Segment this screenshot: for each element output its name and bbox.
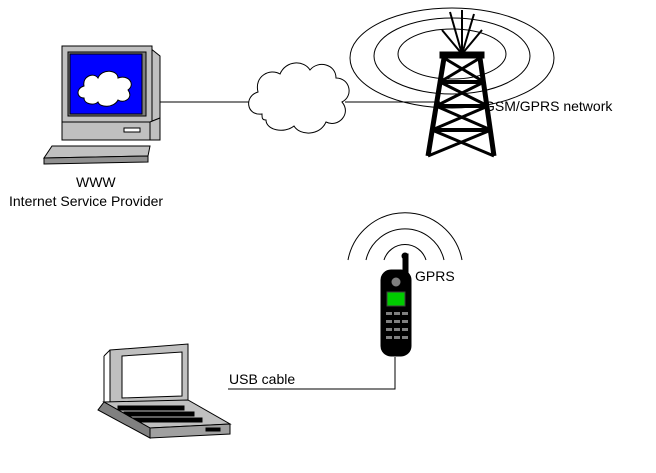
phone-waves-icon xyxy=(347,212,463,261)
desktop-computer-icon xyxy=(43,45,161,165)
www-label: WWW xyxy=(76,174,116,190)
cloud-icon xyxy=(248,62,350,134)
laptop-icon xyxy=(97,343,232,439)
radio-tower-icon xyxy=(425,10,497,158)
isp-label: Internet Service Provider xyxy=(9,193,164,209)
gsm-network-label: GSM/GPRS network xyxy=(484,98,613,114)
usb-cable-label: USB cable xyxy=(229,371,296,387)
mobile-phone-icon xyxy=(380,252,412,357)
gprs-label: GPRS xyxy=(415,268,455,284)
usb-cable-line xyxy=(228,357,396,390)
